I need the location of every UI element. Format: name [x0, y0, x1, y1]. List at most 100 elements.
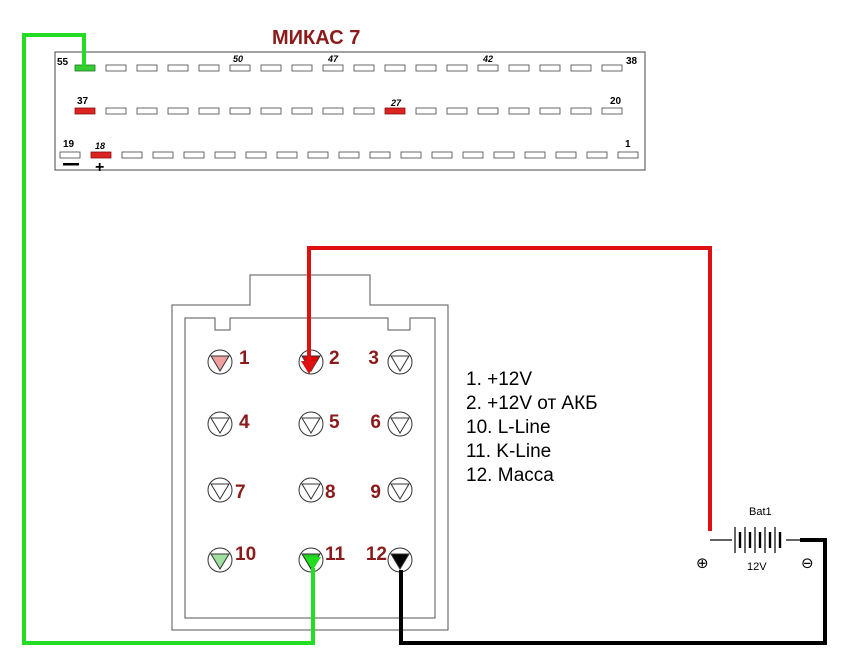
- ecu-slot: [353, 107, 375, 115]
- ecu-slot: [105, 64, 127, 72]
- ecu-slot: [477, 107, 499, 115]
- obd-pin-8-triangle-icon: [301, 483, 321, 500]
- legend-item-1: 1. +12V: [466, 369, 532, 390]
- ground-wire: [399, 538, 827, 645]
- obd-pin-10-triangle-icon: [210, 553, 230, 570]
- pin-legend: 1. +12V 2. +12V от АКБ 10. L-Line 11. K-…: [466, 369, 598, 486]
- ecu-slot: [446, 64, 468, 72]
- ecu-slot: [446, 107, 468, 115]
- wires: [22, 33, 827, 645]
- ecu-slot: [617, 151, 639, 159]
- ecu-slot: [539, 64, 561, 72]
- ecu-pin-label-18: 18: [95, 141, 105, 151]
- ecu-slot: [229, 64, 251, 72]
- obd-pin-7-triangle-icon: [210, 483, 230, 500]
- plus-sign-icon: +: [95, 159, 104, 176]
- ecu-slot: [601, 107, 623, 115]
- ecu-pin-label-55: 55: [57, 57, 69, 68]
- obd-pin-4-triangle-icon: [210, 417, 230, 434]
- battery-minus-icon: ⊖: [801, 554, 814, 572]
- ecu-pin-label-27: 27: [390, 98, 402, 108]
- ecu-connector: МИКАС 7 55 50 47 42 38 37 27 20 19 18 1 …: [54, 27, 646, 176]
- obd-pin-6-triangle-icon: [390, 417, 410, 434]
- ecu-pin-label-19: 19: [63, 139, 75, 150]
- obd-pin-6-label: 6: [370, 412, 381, 433]
- ecu-slot: [477, 64, 499, 72]
- ecu-slot: [586, 151, 608, 159]
- ecu-slot: [508, 64, 530, 72]
- obd-pin-1-label: 1: [239, 348, 250, 369]
- ecu-slot: [291, 64, 313, 72]
- ecu-slot: [291, 107, 313, 115]
- ecu-slot: [260, 64, 282, 72]
- obd-pin-3-label: 3: [368, 348, 379, 369]
- obd-pin-2-label: 2: [329, 348, 340, 369]
- obd-pin-11-label: 11: [325, 544, 346, 565]
- obd-pin-5-label: 5: [329, 412, 340, 433]
- obd-pin-12-label: 12: [366, 544, 387, 565]
- legend-item-2: 2. +12V от АКБ: [466, 393, 598, 414]
- ecu-slot: [167, 64, 189, 72]
- ecu-slot: [555, 151, 577, 159]
- obd-pin-9-label: 9: [370, 482, 381, 503]
- ecu-slot: [198, 64, 220, 72]
- ecu-pin-label-1: 1: [625, 139, 631, 150]
- ecu-slot: [152, 151, 174, 159]
- ecu-slot: [493, 151, 515, 159]
- ecu-slot: [539, 107, 561, 115]
- ecu-slot: [338, 151, 360, 159]
- obd-pin-8-label: 8: [325, 482, 336, 503]
- ecu-slots: [59, 64, 639, 159]
- ecu-slot: [136, 64, 158, 72]
- ecu-pin-label-20: 20: [610, 96, 622, 107]
- ecu-slot: [570, 64, 592, 72]
- battery-cells: [734, 527, 782, 553]
- ecu-pin-18-slot: [90, 151, 112, 159]
- connector-inner-shell: [184, 317, 436, 619]
- ecu-slot: [524, 151, 546, 159]
- green-wire-arrow-icon: [305, 557, 321, 570]
- red-wire-arrow-icon: [301, 361, 317, 374]
- ecu-slot: [167, 107, 189, 115]
- ecu-slot: [400, 151, 422, 159]
- obd-pin-12-triangle-icon: [390, 553, 410, 570]
- ecu-slot: [570, 107, 592, 115]
- ecu-title: МИКАС 7: [272, 27, 360, 49]
- battery-plus-icon: ⊕: [696, 554, 709, 572]
- ecu-slot: [105, 107, 127, 115]
- ecu-slot: [307, 151, 329, 159]
- ecu-slot: [353, 64, 375, 72]
- battery-name: Bat1: [749, 506, 772, 518]
- obd-pin-9-triangle-icon: [390, 483, 410, 500]
- obd-pin-1-triangle-icon: [210, 355, 230, 372]
- ecu-slot: [415, 107, 437, 115]
- obd-pin-10-label: 10: [235, 544, 256, 565]
- ecu-slot: [198, 107, 220, 115]
- legend-item-10: 10. L-Line: [466, 417, 551, 438]
- obd-pin-3-triangle-icon: [390, 355, 410, 372]
- ecu-slot: [214, 151, 236, 159]
- battery-voltage: 12V: [747, 561, 767, 573]
- ecu-pin-label-37: 37: [77, 96, 89, 107]
- ecu-pin-label-47: 47: [327, 54, 339, 64]
- ecu-slot: [121, 151, 143, 159]
- ecu-slot: [462, 151, 484, 159]
- ecu-slot: [384, 64, 406, 72]
- ecu-pin-label-50: 50: [233, 54, 243, 64]
- ecu-pin-label-42: 42: [482, 54, 493, 64]
- ecu-slot: [322, 107, 344, 115]
- ecu-slot: [322, 64, 344, 72]
- ecu-slot: [229, 107, 251, 115]
- ecu-slot: [369, 151, 391, 159]
- ecu-pin-27-slot: [384, 107, 406, 115]
- ecu-slot: [601, 64, 623, 72]
- ecu-pin-label-38: 38: [626, 56, 638, 67]
- ecu-slot: [415, 64, 437, 72]
- ecu-slot: [431, 151, 453, 159]
- ground-sign-icon: [63, 163, 79, 166]
- obd-pin-7-label: 7: [235, 482, 246, 503]
- plus-12v-wire: [307, 246, 712, 531]
